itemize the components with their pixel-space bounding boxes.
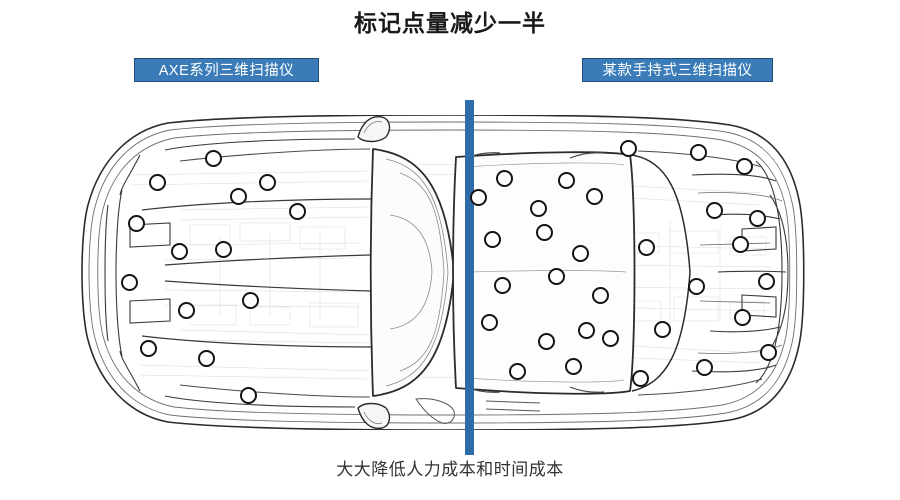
- page-title: 标记点量减少一半: [354, 10, 546, 36]
- comparison-divider: [465, 100, 474, 455]
- car-top-view-illustration: [70, 115, 810, 430]
- label-left-scanner: AXE系列三维扫描仪: [134, 58, 319, 82]
- car-line-art-svg: [81, 115, 805, 430]
- footer-caption: 大大降低人力成本和时间成本: [336, 460, 564, 479]
- label-right-scanner: 某款手持式三维扫描仪: [582, 58, 773, 82]
